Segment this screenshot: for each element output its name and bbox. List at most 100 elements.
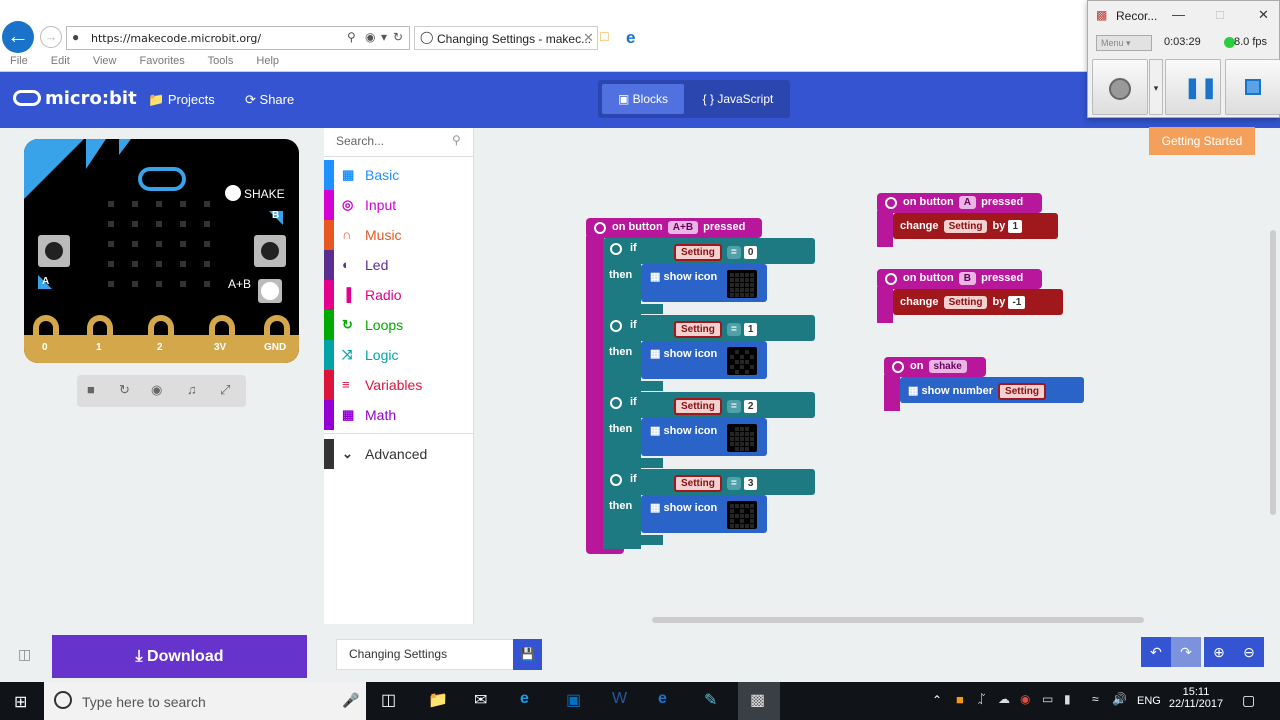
bluetooth-icon[interactable]: ᛢ: [978, 692, 986, 706]
forward-button[interactable]: →: [40, 26, 62, 48]
task-view-icon[interactable]: ◫: [381, 692, 397, 709]
display-icon[interactable]: ▭: [1042, 692, 1054, 706]
compare-operator[interactable]: =: [726, 246, 741, 259]
microphone-icon[interactable]: 🎤: [342, 692, 360, 708]
stop-icon[interactable]: ■: [87, 382, 95, 397]
menu-view[interactable]: View: [92, 55, 117, 67]
number-input[interactable]: 1: [1008, 220, 1022, 233]
button-dropdown[interactable]: A: [958, 196, 976, 209]
zoom-out-button[interactable]: ⊖: [1234, 637, 1264, 667]
variable-dropdown[interactable]: Setting: [674, 244, 722, 261]
windows-start-icon[interactable]: ⊞: [14, 694, 28, 711]
notepad-icon[interactable]: ✎: [704, 692, 718, 709]
close-icon[interactable]: ✕: [1258, 7, 1269, 22]
restart-icon[interactable]: ↻: [119, 382, 130, 397]
menu-help[interactable]: Help: [256, 55, 280, 67]
pin-gnd[interactable]: [264, 315, 290, 345]
chevron-up-icon[interactable]: ⌃: [932, 693, 943, 707]
icon-preview[interactable]: [727, 270, 757, 298]
variable-dropdown[interactable]: Setting: [674, 398, 722, 415]
toolbox-category-input[interactable]: ◎Input: [324, 190, 474, 220]
toolbox-advanced[interactable]: ⌄ Advanced: [324, 439, 474, 469]
toolbox-category-music[interactable]: ∩Music: [324, 220, 474, 250]
toolbox-category-math[interactable]: ▦Math: [324, 400, 474, 430]
tray-app-icon[interactable]: ◉: [1020, 692, 1031, 706]
compare-operator[interactable]: =: [726, 400, 741, 413]
outlook-icon[interactable]: ▣: [566, 692, 582, 709]
menu-tools[interactable]: Tools: [207, 55, 234, 67]
collapse-simulator-button[interactable]: ◫: [18, 646, 32, 662]
number-input[interactable]: 0: [743, 246, 758, 259]
button-ab[interactable]: [258, 279, 282, 303]
microbit-logo[interactable]: micro:bit: [13, 88, 137, 109]
number-input[interactable]: 1: [743, 323, 758, 336]
variable-dropdown[interactable]: Setting: [998, 383, 1046, 400]
compare-operator[interactable]: =: [726, 323, 741, 336]
download-button[interactable]: ⤓ Download: [52, 635, 307, 678]
stop-button[interactable]: [1225, 59, 1280, 115]
pin-2[interactable]: [148, 315, 174, 345]
refresh-icon[interactable]: ↻: [393, 30, 404, 44]
mute-icon[interactable]: ♫: [187, 382, 197, 397]
file-explorer-icon[interactable]: 📁: [428, 692, 448, 709]
save-button[interactable]: 💾: [513, 639, 542, 670]
record-dropdown[interactable]: ▾: [1149, 59, 1163, 115]
getting-started-button[interactable]: Getting Started: [1149, 127, 1255, 155]
ie-taskbar-icon[interactable]: e: [658, 690, 667, 707]
wifi-icon[interactable]: ≈: [1092, 692, 1099, 706]
zoom-in-button[interactable]: ⊕: [1204, 637, 1234, 667]
menu-edit[interactable]: Edit: [50, 55, 70, 67]
slowmo-icon[interactable]: ◉: [151, 382, 163, 397]
microbit-simulator[interactable]: SHAKE B A A+B 0 1 2 3V GND: [24, 139, 299, 363]
icon-preview[interactable]: [727, 424, 757, 452]
dropdown-icon[interactable]: ▾: [381, 30, 388, 44]
pin-1[interactable]: [87, 315, 113, 345]
new-tab-icon[interactable]: □: [600, 28, 609, 44]
address-bar[interactable]: ● https://makecode.microbit.org/ ⚲ ◉ ▾ ↻: [66, 26, 410, 50]
variable-dropdown[interactable]: Setting: [674, 321, 722, 338]
pause-button[interactable]: ❚❚: [1165, 59, 1221, 115]
button-a[interactable]: [38, 235, 70, 267]
variable-dropdown[interactable]: Setting: [674, 475, 722, 492]
toolbox-category-variables[interactable]: ≡Variables: [324, 370, 474, 400]
mail-icon[interactable]: ✉: [474, 692, 488, 709]
toolbox-search-input[interactable]: Search...: [336, 134, 385, 148]
maximize-icon[interactable]: □: [1216, 7, 1224, 22]
fullscreen-icon[interactable]: ⤢: [220, 382, 231, 397]
close-tab-icon[interactable]: ✕: [583, 30, 594, 45]
number-input[interactable]: 3: [743, 477, 758, 490]
number-input[interactable]: 2: [743, 400, 758, 413]
variable-dropdown[interactable]: Setting: [943, 296, 988, 309]
projects-button[interactable]: 📁 Projects: [148, 92, 215, 108]
number-input[interactable]: -1: [1008, 296, 1026, 309]
toolbox-category-radio[interactable]: ▐Radio: [324, 280, 474, 310]
project-name-input[interactable]: Changing Settings: [336, 639, 514, 670]
recorder-menu[interactable]: Menu ▾: [1096, 35, 1152, 51]
button-dropdown[interactable]: A+B: [667, 221, 699, 234]
menu-favorites[interactable]: Favorites: [139, 55, 185, 67]
toolbox-category-led[interactable]: ◐Led: [324, 250, 474, 280]
toolbox-category-loops[interactable]: ↻Loops: [324, 310, 474, 340]
gesture-dropdown[interactable]: shake: [928, 360, 967, 373]
javascript-tab[interactable]: { } JavaScript: [702, 92, 774, 106]
show-number-block[interactable]: [900, 377, 1084, 403]
toolbox-category-basic[interactable]: ▦Basic: [324, 160, 474, 190]
icon-preview[interactable]: [727, 347, 757, 375]
compare-operator[interactable]: =: [726, 477, 741, 490]
search-icon[interactable]: ⚲: [347, 30, 356, 44]
menu-file[interactable]: File: [10, 55, 28, 67]
button-b[interactable]: [254, 235, 286, 267]
undo-button[interactable]: ↶: [1141, 637, 1171, 667]
pin-0[interactable]: [33, 315, 59, 345]
horizontal-scrollbar[interactable]: [652, 617, 1144, 623]
vertical-scrollbar[interactable]: [1270, 230, 1276, 515]
record-button[interactable]: [1092, 59, 1148, 115]
battery-icon[interactable]: ▮: [1064, 692, 1071, 706]
tray-app-icon[interactable]: ■: [956, 692, 964, 707]
search-icon[interactable]: ⚲: [452, 133, 461, 147]
shake-button-icon[interactable]: [225, 185, 241, 201]
variable-dropdown[interactable]: Setting: [943, 220, 988, 233]
toolbox-category-logic[interactable]: ⤨Logic: [324, 340, 474, 370]
taskbar-search[interactable]: Type here to search 🎤: [44, 682, 366, 720]
word-icon[interactable]: W: [612, 690, 628, 707]
